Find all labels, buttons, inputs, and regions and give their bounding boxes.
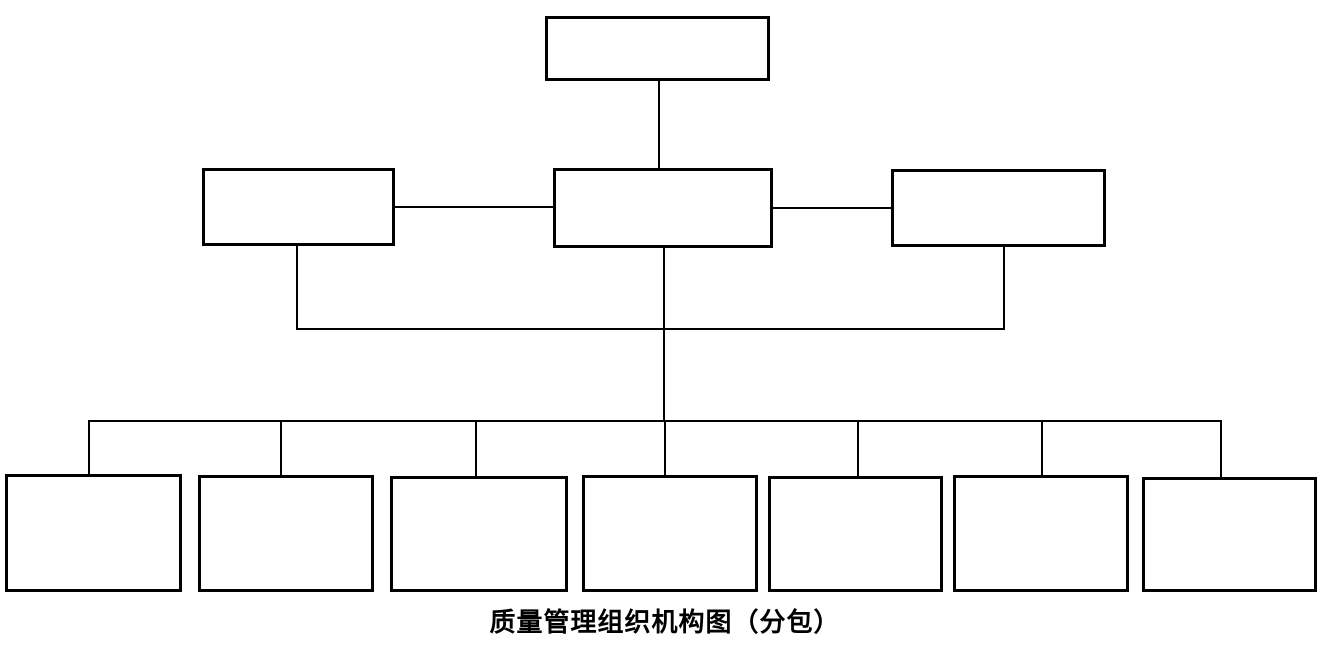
org-box-level3-2 xyxy=(198,475,374,592)
org-box-level3-1 xyxy=(5,474,182,592)
org-box-level3-3 xyxy=(390,476,568,592)
connector-distribution-line xyxy=(88,420,1222,422)
connector-branch-4 xyxy=(664,420,666,476)
org-box-level3-5 xyxy=(768,476,943,592)
connector-branch-2 xyxy=(280,420,282,476)
connector-branch-3 xyxy=(475,420,477,477)
org-box-level2-center xyxy=(553,168,773,248)
org-box-level3-6 xyxy=(953,475,1129,592)
org-box-level3-4 xyxy=(582,475,758,592)
connector-branch-5 xyxy=(857,420,859,477)
connector-left-center-horizontal xyxy=(395,206,553,208)
connector-top-vertical xyxy=(658,81,660,168)
connector-branch-6 xyxy=(1041,420,1043,476)
org-box-level2-left xyxy=(202,168,395,246)
connector-left-drop xyxy=(296,246,298,330)
connector-branch-7 xyxy=(1220,420,1222,478)
connector-branch-1 xyxy=(88,420,90,475)
connector-center-right-horizontal xyxy=(773,207,891,209)
connector-tie-line xyxy=(296,328,1005,330)
org-box-top xyxy=(545,16,770,81)
connector-right-drop xyxy=(1003,247,1005,330)
diagram-caption: 质量管理组织机构图（分包） xyxy=(489,608,841,638)
org-box-level3-7 xyxy=(1142,477,1317,592)
org-box-level2-right xyxy=(891,169,1106,247)
connector-center-trunk xyxy=(663,248,665,421)
